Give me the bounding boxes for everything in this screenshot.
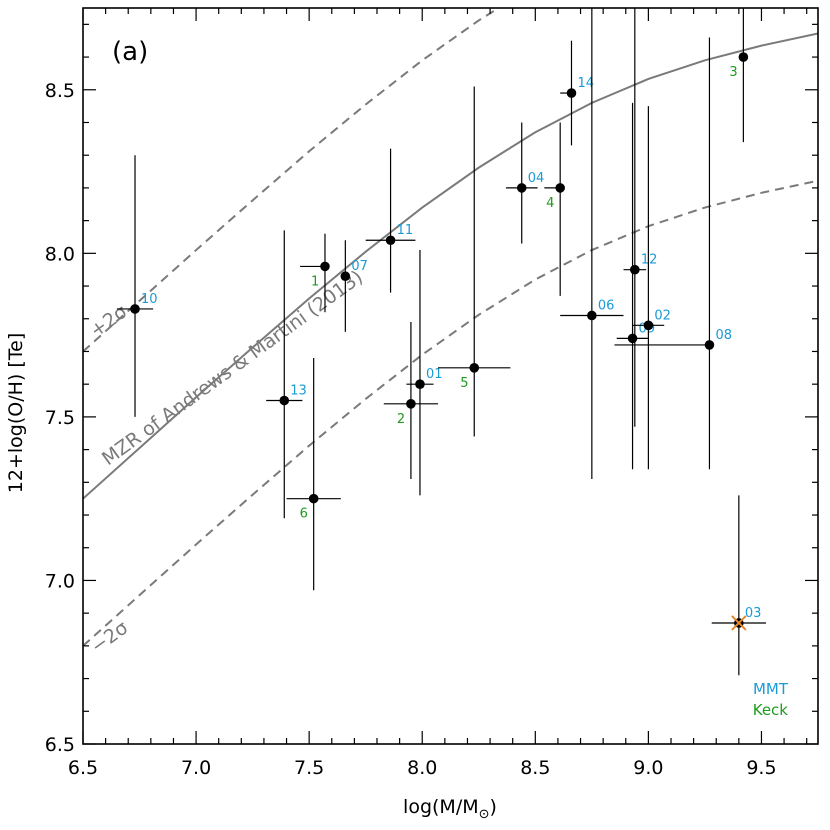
plot-frame <box>82 7 819 745</box>
x-axis-label-sub: ⊙ <box>479 807 490 822</box>
data-point: 13 <box>266 230 307 519</box>
mzr-upper-label: +2σ <box>86 301 131 342</box>
y-tick-label: 8.0 <box>45 243 75 265</box>
keck-point-label: 1 <box>311 274 319 289</box>
y-tick-label: 7.5 <box>45 407 75 429</box>
data-point: 3 <box>729 8 749 143</box>
mmt-point-label: 03 <box>745 606 762 621</box>
legend-mmt: MMT <box>753 680 789 698</box>
data-point: 4 <box>544 122 565 296</box>
point-marker <box>406 399 416 409</box>
mmt-point-label: 04 <box>528 171 545 186</box>
point-marker <box>279 395 290 406</box>
keck-point-label: 5 <box>460 376 468 391</box>
mmt-point-label: 07 <box>351 259 368 274</box>
data-point: 09 <box>616 102 655 470</box>
keck-point-label: 6 <box>300 507 308 522</box>
data-point: 1 <box>300 233 330 313</box>
point-marker <box>130 304 140 314</box>
point-marker <box>566 88 577 98</box>
x-tick-label: 7.0 <box>181 757 211 779</box>
mzr-curves <box>83 8 818 647</box>
mmt-point-label: 13 <box>290 384 307 399</box>
data-point: 14 <box>560 40 594 146</box>
x-tick-label: 8.0 <box>407 757 437 779</box>
mmt-point-label: 08 <box>715 328 732 343</box>
point-marker <box>308 493 319 504</box>
x-tick-label: 9.5 <box>746 757 776 779</box>
point-marker <box>555 183 565 193</box>
y-tick-label: 7.0 <box>45 570 75 592</box>
x-tick-label: 6.5 <box>68 757 98 779</box>
plot-area: MZR of Andrews & Martini (2013)+2σ −2σ <box>83 8 818 658</box>
point-marker <box>630 264 640 275</box>
data-point: 01 <box>406 250 443 496</box>
data-point: 04 <box>505 122 545 244</box>
panel-label: (a) <box>112 37 148 67</box>
keck-point-label: 4 <box>546 196 554 211</box>
point-marker <box>385 235 396 246</box>
special-marker-stroke <box>731 615 747 631</box>
x-axis-label: log(M/M⊙) <box>403 796 497 822</box>
mzr-lower-label: −2σ <box>87 617 132 658</box>
data-point: 12 <box>623 8 658 427</box>
point-marker <box>469 363 480 373</box>
data-point: 03 <box>711 495 766 676</box>
mzr-upper-2sigma <box>83 8 501 353</box>
keck-point-label: 2 <box>397 412 405 427</box>
axes-frame <box>82 7 819 745</box>
legend-keck: Keck <box>753 701 789 719</box>
data-point: 2 <box>383 322 439 480</box>
point-marker <box>516 183 527 193</box>
data-point: 06 <box>560 8 624 480</box>
y-tick-label: 8.5 <box>45 80 75 102</box>
data-point: 10 <box>116 155 158 417</box>
x-tick-label: 7.5 <box>294 757 324 779</box>
data-point: 6 <box>286 358 341 591</box>
mmt-point-label: 12 <box>641 253 658 268</box>
y-tick-label: 6.5 <box>45 734 75 756</box>
point-marker <box>627 333 638 344</box>
x-tick-label: 9.0 <box>633 757 663 779</box>
point-marker <box>643 320 654 331</box>
keck-point-label: 3 <box>729 65 737 80</box>
point-marker <box>320 261 330 272</box>
mmt-point-label: 01 <box>426 367 443 382</box>
mmt-point-label: 02 <box>654 308 671 323</box>
data-point: 02 <box>632 106 671 470</box>
mmt-point-label: 06 <box>598 298 615 313</box>
data-point: 11 <box>365 148 416 293</box>
data-points: 10 13 6 1 07 11 2 01 5 044 14 06 120902 08 3 03 <box>116 8 766 676</box>
mmt-point-label: 14 <box>577 76 594 91</box>
mmt-point-label: 10 <box>141 292 158 307</box>
x-axis-label-close: ) <box>490 796 497 818</box>
point-marker <box>340 271 351 282</box>
mzr-lower-2sigma <box>83 179 818 647</box>
data-point: 5 <box>438 86 511 437</box>
mzr-label: MZR of Andrews & Martini (2013) <box>98 266 367 470</box>
mmt-point-label: 11 <box>397 223 414 238</box>
data-point: 08 <box>614 37 732 470</box>
point-marker <box>704 340 715 350</box>
x-tick-label: 8.5 <box>520 757 550 779</box>
point-marker <box>587 310 597 321</box>
y-axis-label: 12+log(O/H) [Te] <box>5 333 27 493</box>
point-marker <box>415 379 425 389</box>
data-point: 07 <box>340 240 368 332</box>
mzr-curve <box>83 32 818 500</box>
point-marker <box>738 52 749 62</box>
chart-text: (a) MMT Keck log(M/M⊙) 12+log(O/H) [Te] … <box>5 37 789 822</box>
